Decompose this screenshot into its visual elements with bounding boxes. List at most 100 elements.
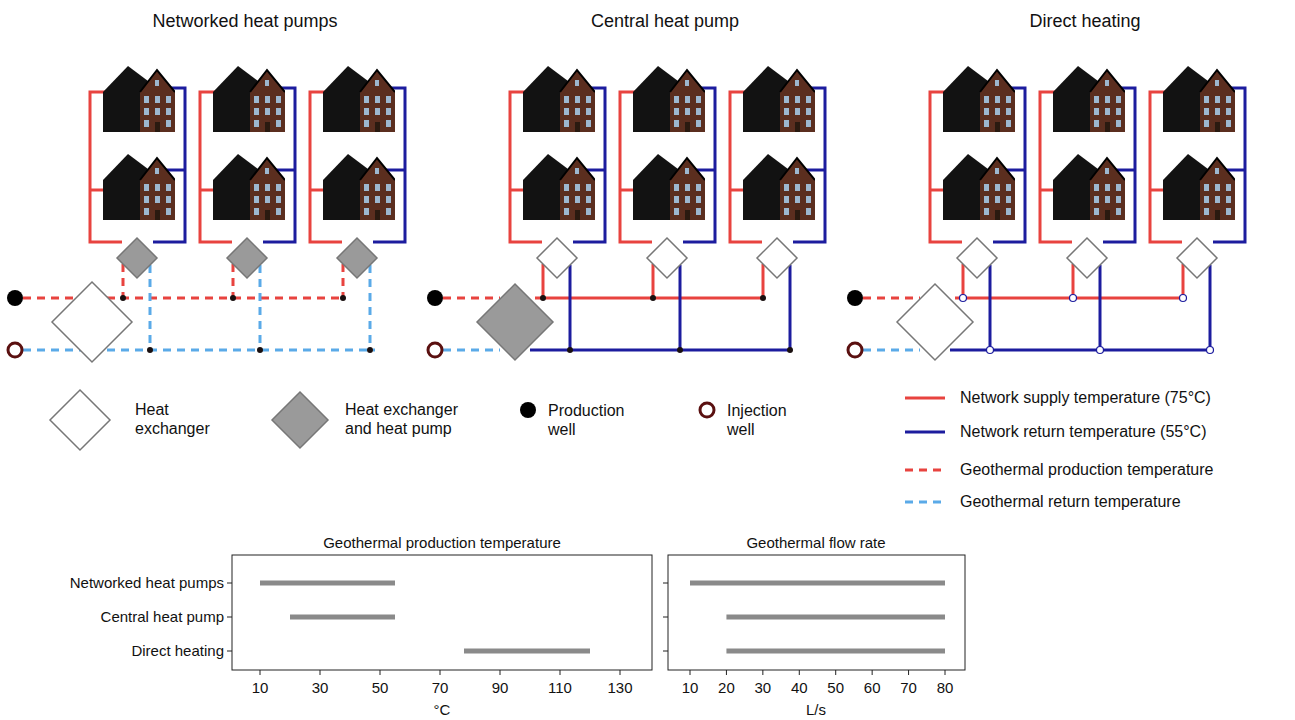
range-bar [260, 581, 395, 586]
junction-dot [1070, 295, 1077, 302]
return-pipe [789, 265, 792, 350]
axis-label: 50 [827, 679, 844, 697]
geothermal-production-pipe [23, 297, 343, 300]
heat-exchanger [1177, 238, 1217, 278]
house-icon [1053, 154, 1125, 220]
axis-label: 20 [718, 679, 735, 697]
heat-exchanger-heat-pump [117, 238, 157, 278]
geothermal-return-pipe [23, 349, 375, 352]
range-bar [690, 581, 945, 586]
junction-dot [960, 295, 967, 302]
chart-frame [668, 555, 965, 670]
y-tick [227, 651, 232, 652]
x-tick [500, 670, 501, 675]
heating-scheme [847, 66, 1245, 360]
house-icon [743, 66, 815, 132]
axis-label: 40 [791, 679, 808, 697]
y-tick [663, 583, 668, 584]
injection-well [428, 343, 442, 357]
house-icon [943, 66, 1015, 132]
injection-well-sample [700, 403, 714, 417]
axis-label: 10 [252, 679, 269, 697]
supply-line-sample [905, 397, 945, 400]
geo-return-line-sample [905, 501, 945, 504]
injection-well [848, 343, 862, 357]
junction-dot [1180, 295, 1187, 302]
junction-dot [787, 347, 793, 353]
geothermal-return-pipe [149, 265, 152, 350]
geothermal-production-pipe [342, 264, 345, 298]
heat-exchanger [897, 284, 973, 360]
legend-text: Injection well [727, 401, 807, 439]
return-line-sample [905, 431, 945, 434]
supply-pipe [542, 264, 545, 298]
range-chart [227, 555, 652, 675]
geothermal-return-pipe [443, 349, 500, 352]
range-bar [726, 615, 945, 620]
y-tick [663, 617, 668, 618]
x-tick [690, 670, 691, 675]
injection-well [8, 343, 22, 357]
axis-label: 50 [372, 679, 389, 697]
heat-exchanger [1067, 238, 1107, 278]
legend-text: Geothermal production temperature [960, 460, 1213, 479]
geothermal-production-pipe [863, 297, 920, 300]
heat-pump-sample [272, 392, 328, 448]
legend-text: Production well [548, 401, 643, 439]
production-well-sample [520, 402, 536, 418]
house-icon [633, 66, 705, 132]
heat-exchanger [52, 282, 132, 362]
axis-label: 60 [864, 679, 881, 697]
x-tick [726, 670, 727, 675]
geothermal-return-pipe [369, 265, 372, 350]
x-tick [799, 670, 800, 675]
axis-label: 110 [548, 679, 572, 697]
axis-category: Direct heating [131, 642, 224, 660]
house-icon [103, 66, 175, 132]
junction-dot [987, 347, 994, 354]
junction-dot [257, 347, 263, 353]
x-tick [835, 670, 836, 675]
junction-dot [540, 295, 546, 301]
junction-dot [760, 295, 766, 301]
return-pipe [989, 265, 992, 350]
x-tick [260, 670, 261, 675]
heating-scheme [7, 66, 405, 362]
x-tick [908, 670, 909, 675]
house-icon [523, 154, 595, 220]
axis-category: Networked heat pumps [70, 574, 224, 592]
geothermal-production-pipe [122, 264, 125, 298]
range-chart [663, 555, 965, 675]
legend-text: Heat exchanger and heat pump [345, 400, 480, 438]
axis-label: 80 [937, 679, 954, 697]
house-icon [213, 66, 285, 132]
production-well [7, 290, 23, 306]
range-bar [290, 615, 395, 620]
junction-dot [147, 347, 153, 353]
heating-scheme [427, 66, 825, 360]
axis-label: L/s [806, 701, 826, 719]
legend-text: Network return temperature (55°C) [960, 422, 1206, 441]
chart-title: Geothermal flow rate [746, 534, 885, 552]
supply-pipe [762, 264, 765, 298]
x-tick [872, 670, 873, 675]
legend-text: Heat exchanger [135, 400, 220, 438]
x-tick [320, 670, 321, 675]
house-icon [633, 154, 705, 220]
house-icon [323, 154, 395, 220]
geothermal-return-pipe [863, 349, 920, 352]
production-well [847, 290, 863, 306]
junction-dot [567, 347, 573, 353]
axis-label: °C [434, 701, 451, 719]
geothermal-production-pipe [232, 264, 235, 298]
y-tick [227, 583, 232, 584]
legend-text: Network supply temperature (75°C) [960, 388, 1211, 407]
x-tick [620, 670, 621, 675]
house-icon [1163, 66, 1235, 132]
panel-title: Central heat pump [591, 11, 739, 33]
supply-pipe [1182, 264, 1185, 298]
range-bar [464, 649, 590, 654]
panel-title: Networked heat pumps [152, 11, 337, 33]
return-pipe [1209, 265, 1212, 350]
